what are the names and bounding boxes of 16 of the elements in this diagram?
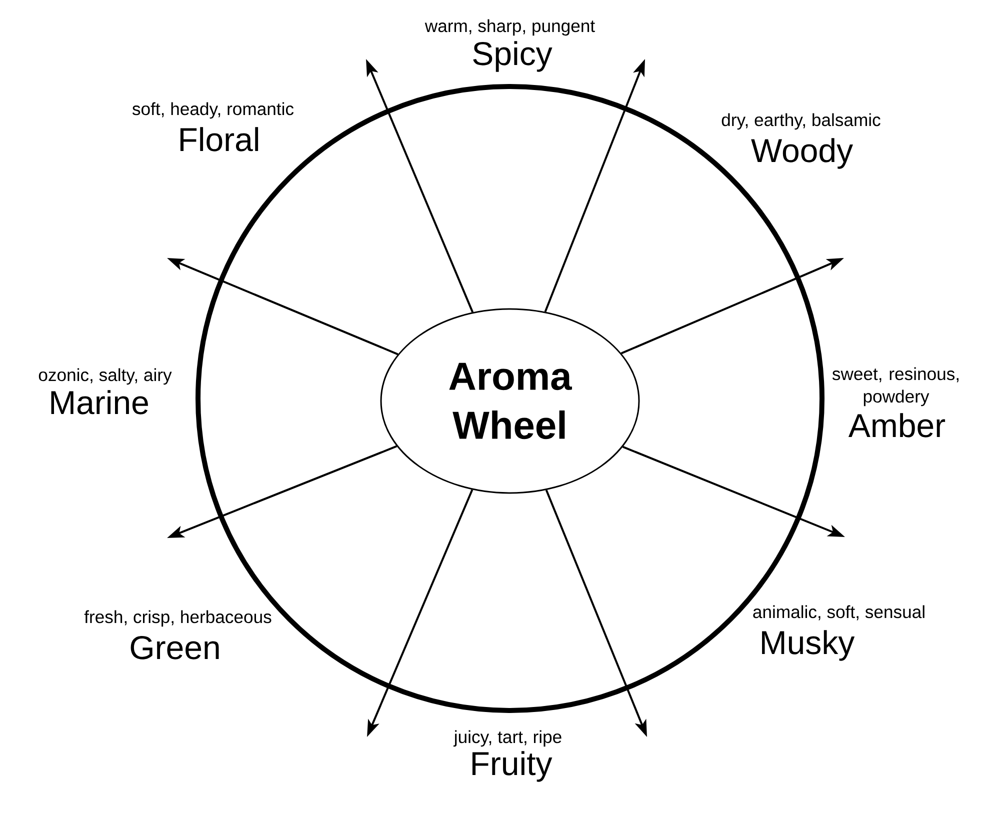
category-name: Green [130,636,219,660]
category-name: Fruity [472,751,552,782]
descriptor-text: warm, sharp, pungent [424,19,595,36]
category-name: Spicy [473,41,552,72]
category-name: Marine [51,390,148,414]
descriptor-text: juicy, tart, ripe [453,730,562,747]
descriptor-text: soft, heady, romantic [132,102,294,119]
descriptor-text: animalic, soft, sensual [753,605,924,620]
descriptor-text: dry, earthy, balsamic [722,113,880,130]
descriptor-text: ozonic, salty, airy [38,368,172,385]
category-name: Musky [762,630,855,661]
category-name: Floral [180,127,258,152]
descriptor-text: sweet, resinous, powdery [832,367,958,406]
category-name: Amber [848,413,946,438]
category-name: Woody [751,138,853,169]
descriptor-text: fresh, crisp, herbaceous [84,610,272,627]
